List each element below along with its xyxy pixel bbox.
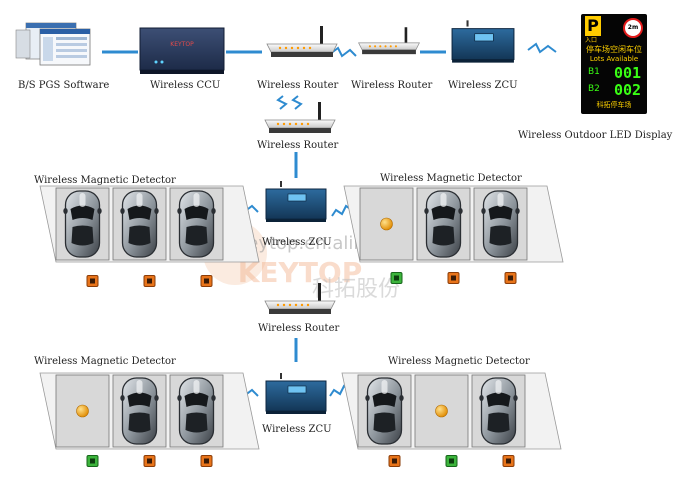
parking-lots bbox=[39, 185, 564, 467]
car-icon bbox=[176, 190, 217, 258]
vacant-space-indicator-icon bbox=[380, 217, 393, 231]
car-icon bbox=[423, 190, 464, 258]
car-icon bbox=[119, 377, 160, 445]
label-detector-2: Wireless Magnetic Detector bbox=[380, 173, 522, 184]
magnetic-detector-occupied-icon bbox=[200, 275, 213, 287]
zcu-icon bbox=[451, 20, 515, 64]
ccu-led-icon bbox=[154, 60, 158, 64]
label-detector-4: Wireless Magnetic Detector bbox=[388, 356, 530, 367]
magnetic-detector-occupied-icon bbox=[86, 275, 99, 287]
wireless-ccu: KEYTOP bbox=[139, 27, 225, 74]
wireless-signal-router-router bbox=[329, 46, 357, 58]
car-icon bbox=[480, 190, 521, 258]
label-wireless-router-2: Wireless Router bbox=[351, 80, 432, 91]
parking-lot bbox=[39, 185, 260, 287]
car-icon bbox=[62, 190, 103, 258]
car-icon bbox=[176, 377, 217, 445]
magnetic-detector-free-icon bbox=[390, 272, 403, 284]
magnetic-detector-occupied-icon bbox=[200, 455, 213, 467]
label-wireless-zcu-bottom: Wireless ZCU bbox=[262, 424, 332, 435]
label-wireless-router-4: Wireless Router bbox=[258, 323, 339, 334]
wireless-signal-router-vertical-1 bbox=[276, 95, 288, 110]
label-wireless-zcu-top: Wireless ZCU bbox=[448, 80, 518, 91]
parking-space bbox=[414, 374, 469, 448]
magnetic-detector-occupied-icon bbox=[388, 455, 401, 467]
labels: B/S PGS Software Wireless CCU Wireless R… bbox=[18, 80, 673, 435]
parking-lot bbox=[343, 185, 564, 284]
label-detector-3: Wireless Magnetic Detector bbox=[34, 356, 176, 367]
label-detector-1: Wireless Magnetic Detector bbox=[34, 175, 176, 186]
car-icon bbox=[119, 190, 160, 258]
vacant-space-indicator-icon bbox=[435, 404, 448, 418]
router-icon bbox=[266, 26, 338, 58]
led-footer-cn: 科拓停车场 bbox=[596, 101, 632, 109]
parking-lot bbox=[39, 372, 260, 467]
wireless-signal-zcu-mid-right bbox=[331, 204, 353, 217]
outdoor-led-display: P 入口 2m 停车场空闲车位 Lots Available B1 001 B2… bbox=[581, 14, 647, 114]
parking-entry-label: 入口 bbox=[585, 37, 598, 44]
height-limit-sign: 2m bbox=[623, 18, 643, 38]
led-row-label: B2 bbox=[588, 84, 600, 94]
magnetic-detector-occupied-icon bbox=[504, 272, 517, 284]
magnetic-detector-occupied-icon bbox=[143, 275, 156, 287]
label-wireless-router-3: Wireless Router bbox=[257, 140, 338, 151]
led-title-en: Lots Available bbox=[589, 55, 639, 63]
magnetic-detector-occupied-icon bbox=[143, 455, 156, 467]
magnetic-detector-occupied-icon bbox=[502, 455, 515, 467]
led-row-value: 001 bbox=[614, 64, 642, 82]
car-icon bbox=[478, 377, 519, 445]
wireless-signal-zcu-led bbox=[527, 42, 557, 54]
ccu-brand-label: KEYTOP bbox=[170, 41, 194, 48]
label-wireless-zcu-mid: Wireless ZCU bbox=[262, 237, 332, 248]
label-wireless-router-1: Wireless Router bbox=[257, 80, 338, 91]
led-row-label: B1 bbox=[588, 67, 600, 77]
pgs-software-screenshot bbox=[15, 22, 91, 66]
vacant-space-indicator-icon bbox=[76, 404, 89, 418]
ccu-led-icon bbox=[160, 60, 164, 64]
magnetic-detector-occupied-icon bbox=[447, 272, 460, 284]
led-title-cn: 停车场空闲车位 bbox=[586, 45, 642, 54]
zcu-icon bbox=[265, 180, 327, 223]
led-row-value: 002 bbox=[614, 81, 642, 99]
magnetic-detector-free-icon bbox=[445, 455, 458, 467]
label-outdoor-led-display: Wireless Outdoor LED Display bbox=[518, 130, 673, 141]
watermark-brand-cn: 科拓股份 bbox=[312, 277, 400, 302]
magnetic-detector-free-icon bbox=[86, 455, 99, 467]
wired-links bbox=[102, 50, 446, 362]
router-icon bbox=[358, 26, 420, 55]
zcu-icon bbox=[265, 372, 327, 415]
car-icon bbox=[364, 377, 405, 445]
parking-lot bbox=[341, 372, 562, 467]
parking-p-icon: P bbox=[585, 16, 601, 36]
label-bs-pgs-software: B/S PGS Software bbox=[18, 80, 109, 91]
wireless-signal-router-vertical-2 bbox=[291, 95, 303, 110]
label-wireless-ccu: Wireless CCU bbox=[150, 80, 220, 91]
router-icon bbox=[264, 102, 336, 134]
